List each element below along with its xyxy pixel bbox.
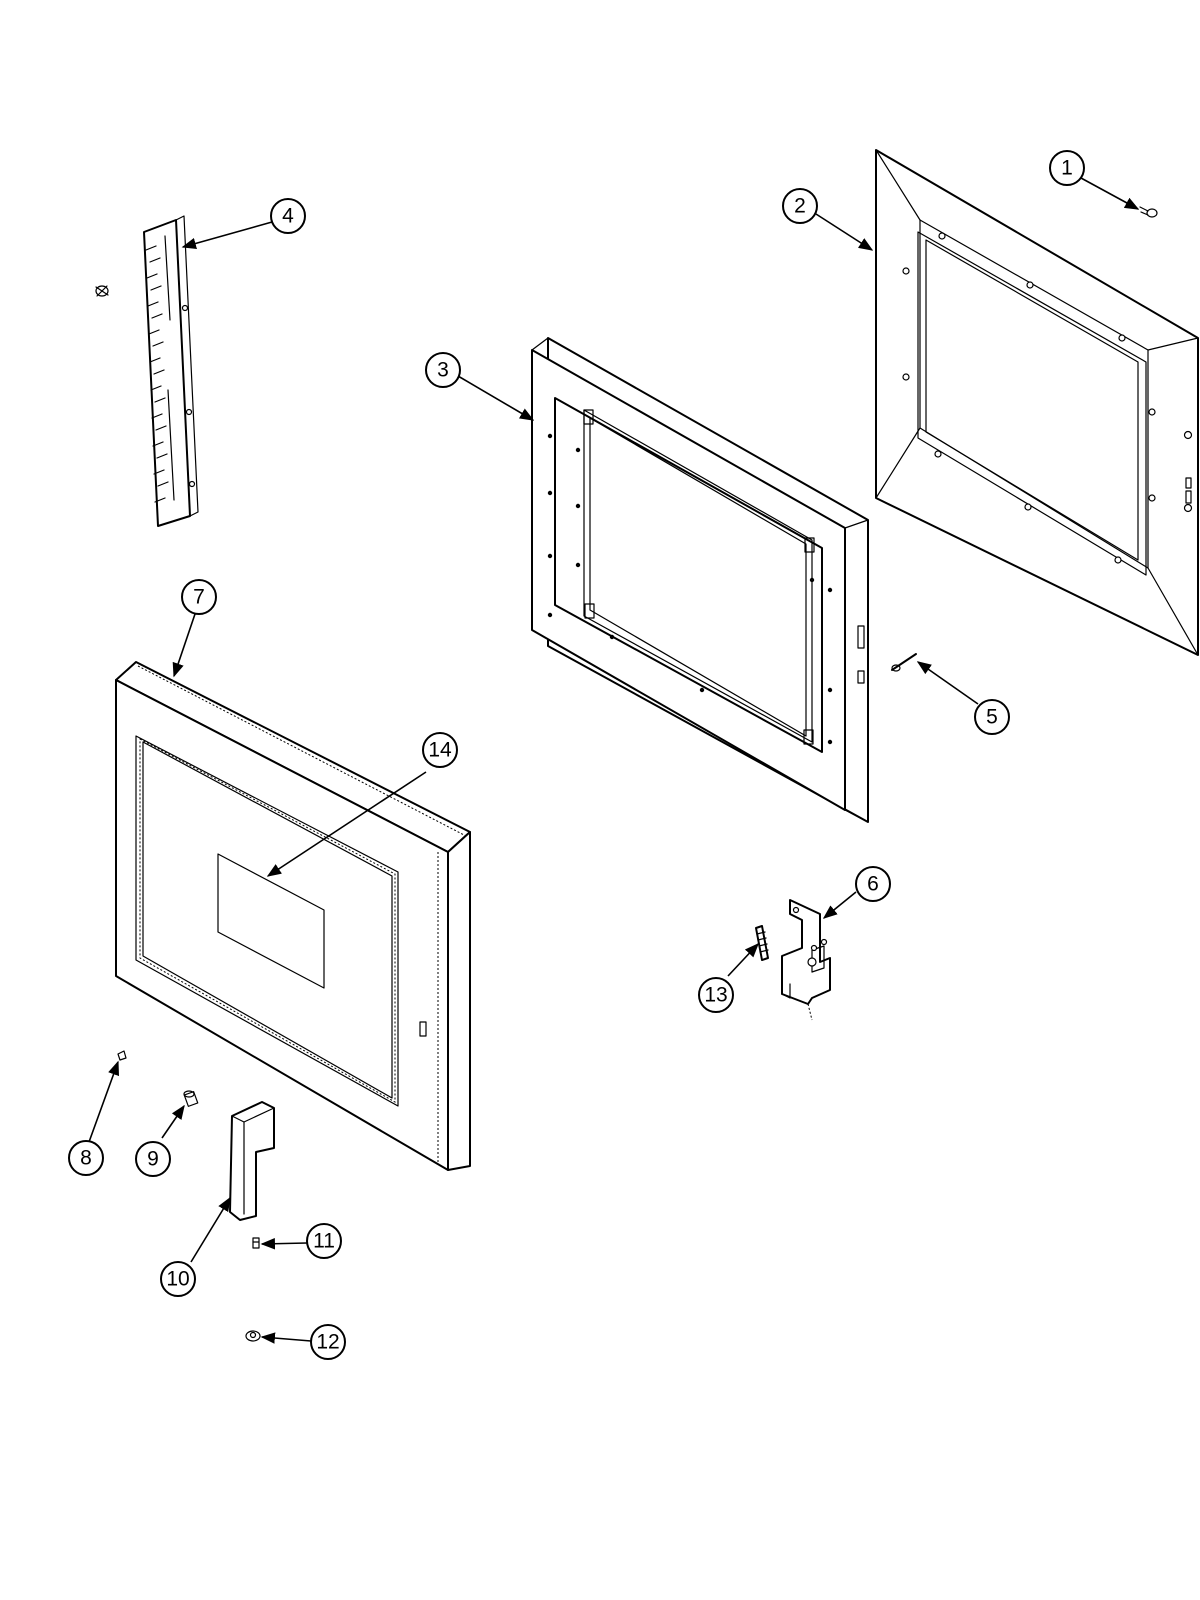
callout-11-label: 11 [313, 1230, 335, 1253]
callout-2: 2 [782, 188, 818, 224]
callout-9: 9 [135, 1141, 171, 1177]
part-window-label [217, 853, 325, 989]
part-door-handle [229, 1101, 275, 1221]
callout-12-label: 12 [316, 1331, 339, 1354]
part-latch-assembly [781, 899, 831, 1021]
callout-10: 10 [160, 1261, 196, 1297]
leader-lines [88, 177, 1140, 1344]
part-nut-12 [245, 1330, 261, 1342]
part-screw-1 [1139, 206, 1158, 218]
callout-3-label: 3 [437, 359, 449, 382]
callout-5: 5 [974, 699, 1010, 735]
part-door-frame [115, 661, 471, 1171]
callout-9-label: 9 [147, 1148, 159, 1171]
part-screw-8 [117, 1050, 127, 1061]
part-pin-5 [891, 653, 917, 672]
callout-6: 6 [855, 866, 891, 902]
callout-13-label: 13 [704, 984, 727, 1007]
frame-screw-holes [547, 433, 833, 745]
callout-5-label: 5 [986, 706, 998, 729]
callout-2-label: 2 [794, 195, 806, 218]
callout-11: 11 [306, 1223, 342, 1259]
callout-1-label: 1 [1061, 157, 1073, 180]
part-spring-13 [755, 925, 769, 961]
callout-8: 8 [68, 1140, 104, 1176]
callout-12: 12 [310, 1324, 346, 1360]
part-hinge-bracket [143, 215, 199, 527]
callout-7: 7 [181, 579, 217, 615]
panel-screw-holes [902, 232, 1156, 564]
callout-14: 14 [422, 732, 458, 768]
callout-14-label: 14 [428, 739, 452, 762]
part-screw-11 [252, 1237, 260, 1249]
callout-8-label: 8 [80, 1147, 92, 1170]
callout-6-label: 6 [867, 873, 879, 896]
frame-corner-clips [583, 409, 815, 745]
callout-13: 13 [698, 977, 734, 1013]
part-outer-door-panel [875, 149, 1199, 656]
callout-4-label: 4 [282, 205, 294, 228]
callout-7-label: 7 [193, 586, 205, 609]
callout-10-label: 10 [166, 1268, 189, 1291]
callout-4: 4 [270, 198, 306, 234]
part-stud-9 [183, 1090, 199, 1107]
callout-1: 1 [1049, 150, 1085, 186]
callout-3: 3 [425, 352, 461, 388]
part-hinge-screw [95, 285, 109, 297]
part-inner-frame [531, 337, 869, 823]
